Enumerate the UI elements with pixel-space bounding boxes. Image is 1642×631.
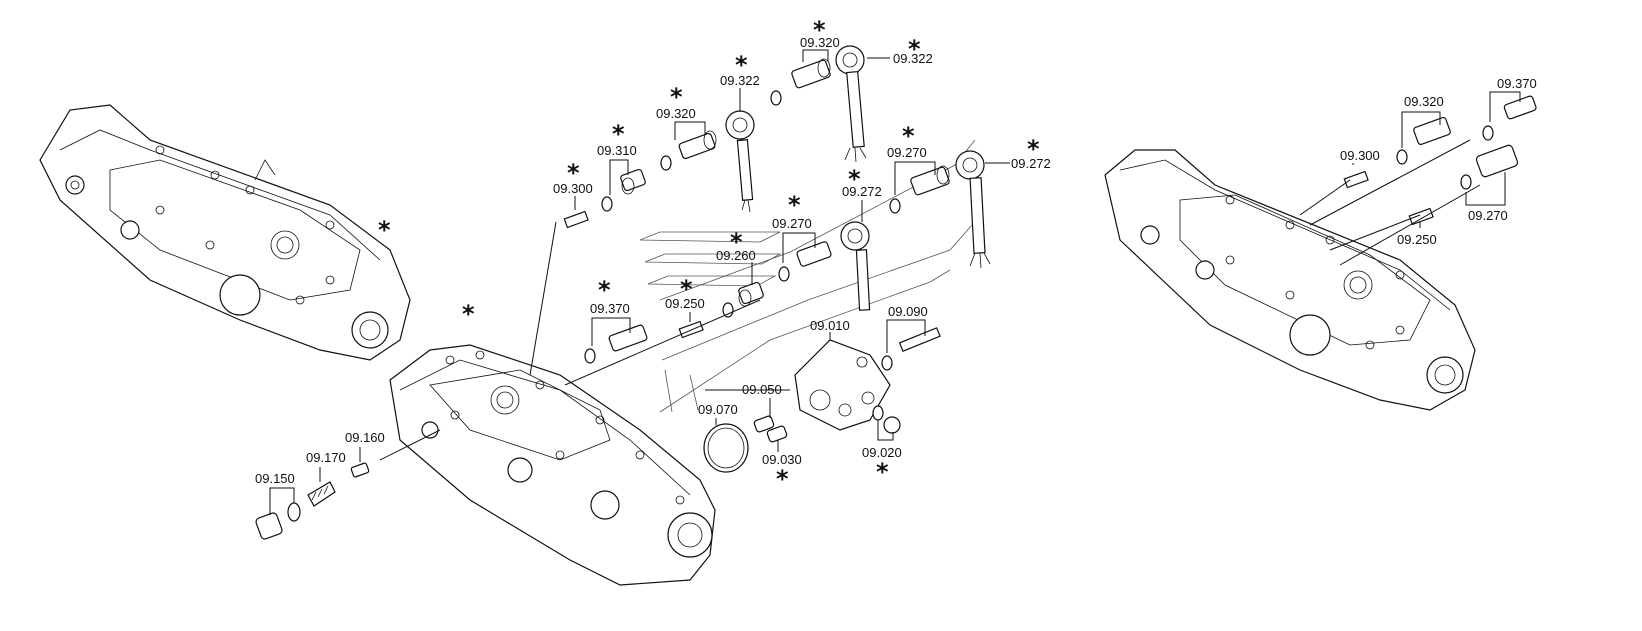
label-09-270-upper: 09.270: [887, 145, 927, 160]
asterisk-09-260: *: [730, 228, 743, 256]
label-09-322-right: 09.322: [893, 51, 933, 66]
left-housing-assembly: [39, 104, 411, 361]
label-09-050: 09.050: [742, 382, 782, 397]
asterisk-09-322-right: *: [908, 35, 921, 63]
label-09-310: 09.310: [597, 143, 637, 158]
label-09-250-right: 09.250: [1397, 232, 1437, 247]
part-labels: 09.320 09.322 09.322 09.320 09.310 09.30…: [255, 35, 1537, 486]
center-parts: [255, 45, 991, 540]
asterisk-09-250-left: *: [680, 275, 693, 303]
asterisk-09-322-left: *: [735, 51, 748, 79]
label-09-272-mid: 09.272: [842, 184, 882, 199]
right-housing-assembly: [1104, 149, 1476, 411]
asterisk-09-020: *: [876, 458, 889, 486]
label-09-030: 09.030: [762, 452, 802, 467]
label-09-010: 09.010: [810, 318, 850, 333]
asterisk-09-320-mid: *: [670, 83, 683, 111]
asterisk-left-housing: *: [378, 216, 391, 244]
label-09-300: 09.300: [553, 181, 593, 196]
asterisk-09-030: *: [776, 465, 789, 493]
asterisk-09-320-top: *: [813, 16, 826, 44]
label-09-320-mid: 09.320: [656, 106, 696, 121]
asterisks: * * * * * * * * * * * * * * * * *: [378, 16, 1040, 493]
label-09-270-right: 09.270: [1468, 208, 1508, 223]
label-09-322-left: 09.322: [720, 73, 760, 88]
label-09-370-right: 09.370: [1497, 76, 1537, 91]
label-09-300-right: 09.300: [1340, 148, 1380, 163]
leader-lines: [269, 49, 1521, 515]
label-09-320-top: 09.320: [800, 35, 840, 50]
asterisk-09-270-mid: *: [788, 191, 801, 219]
label-09-170: 09.170: [306, 450, 346, 465]
asterisk-09-310: *: [612, 120, 625, 148]
right-parts: [1299, 95, 1537, 266]
asterisk-09-300: *: [567, 159, 580, 187]
label-09-090: 09.090: [888, 304, 928, 319]
label-09-370-left: 09.370: [590, 301, 630, 316]
center-housing-assembly: [389, 344, 716, 586]
label-09-320-right: 09.320: [1404, 94, 1444, 109]
label-09-070: 09.070: [698, 402, 738, 417]
label-09-272-right: 09.272: [1011, 156, 1051, 171]
label-09-150: 09.150: [255, 471, 295, 486]
asterisk-09-370-left: *: [598, 276, 611, 304]
label-09-270-mid: 09.270: [772, 216, 812, 231]
asterisk-09-272-right: *: [1027, 135, 1040, 163]
asterisk-center-housing: *: [462, 300, 475, 328]
asterisk-09-270-upper: *: [902, 122, 915, 150]
label-09-250-left: 09.250: [665, 296, 705, 311]
asterisk-09-272-mid: *: [848, 165, 861, 193]
label-09-260: 09.260: [716, 248, 756, 263]
label-09-160: 09.160: [345, 430, 385, 445]
label-09-020: 09.020: [862, 445, 902, 460]
